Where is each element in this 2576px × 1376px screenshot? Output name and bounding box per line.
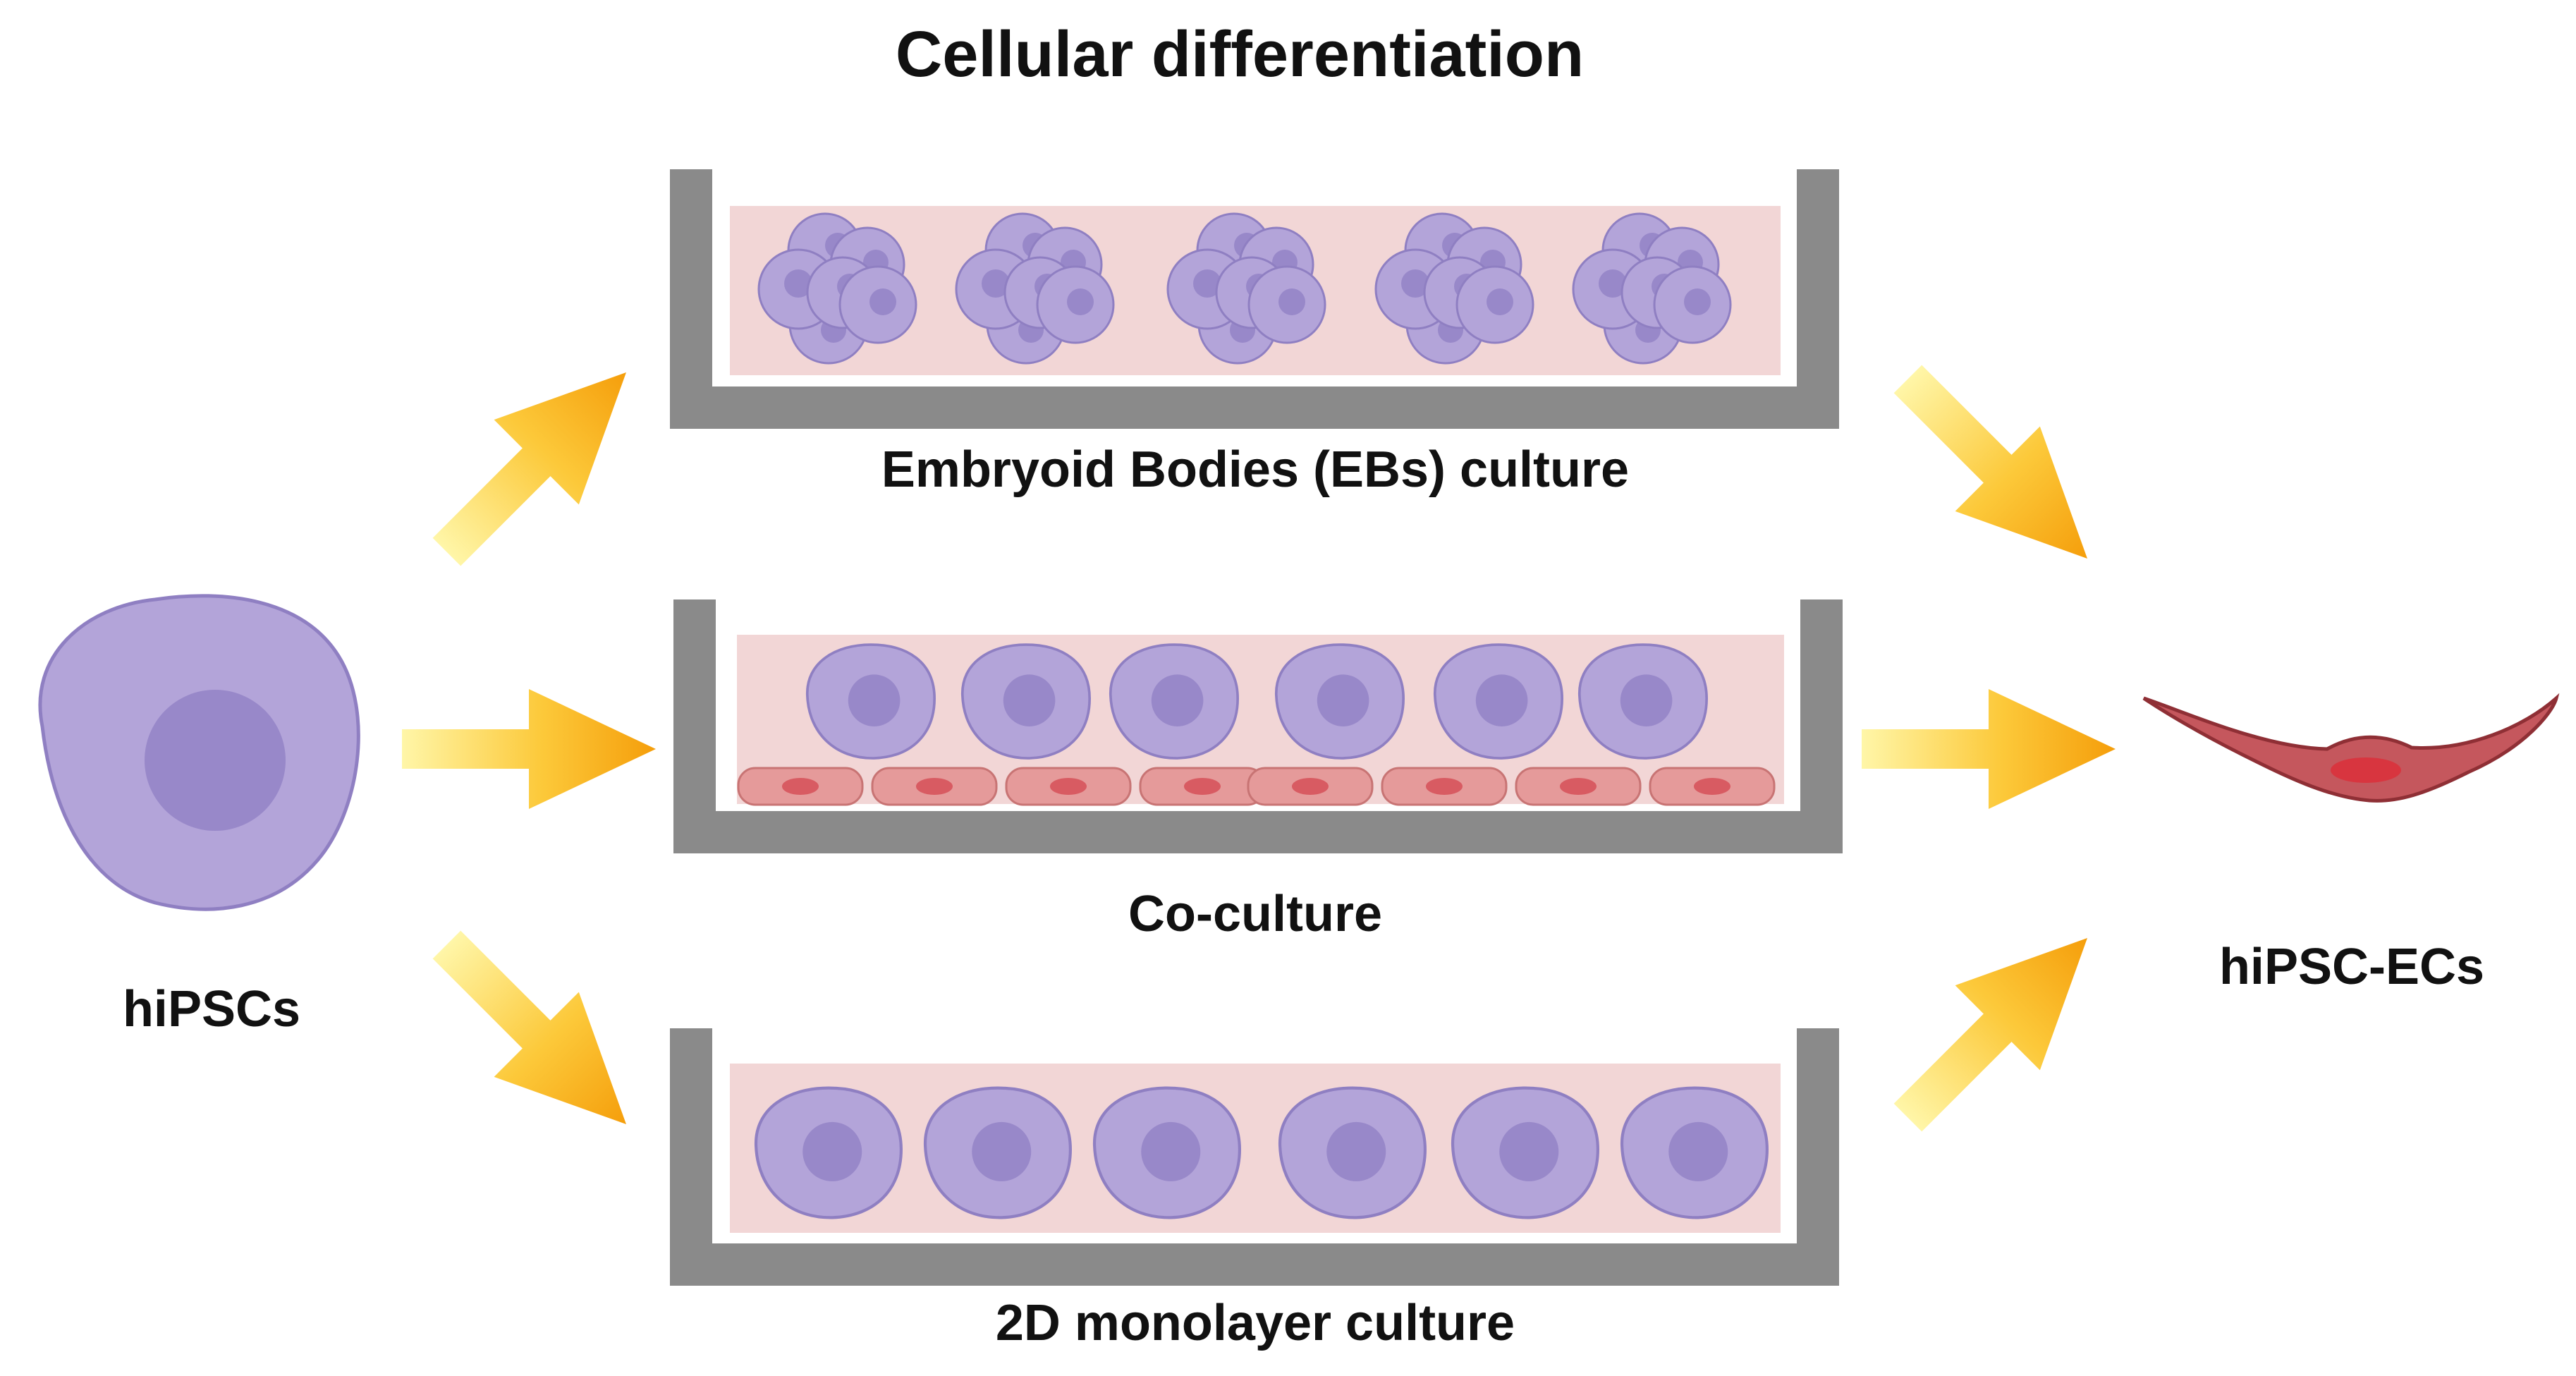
diagram-title: Cellular differentiation bbox=[896, 18, 1584, 90]
method-label-eb: Embryoid Bodies (EBs) culture bbox=[881, 442, 1629, 498]
culture-dish-icon bbox=[673, 599, 1843, 853]
arrow-icon bbox=[1862, 689, 2116, 809]
culture-dish-icon bbox=[670, 169, 1839, 429]
endothelial-cell-icon bbox=[2142, 693, 2560, 803]
arrow-icon bbox=[1865, 336, 2130, 602]
arrow-icon bbox=[402, 689, 656, 809]
culture-dish-icon bbox=[670, 1028, 1839, 1286]
method-label-monolayer: 2D monolayer culture bbox=[996, 1295, 1515, 1351]
arrow-icon bbox=[1865, 895, 2130, 1160]
arrow-icon bbox=[404, 329, 669, 595]
target-label: hiPSC-ECs bbox=[2219, 939, 2484, 995]
arrow-icon bbox=[404, 902, 669, 1167]
stem-cell-icon bbox=[38, 594, 360, 911]
source-label: hiPSCs bbox=[123, 981, 300, 1037]
method-label-coculture: Co-culture bbox=[1128, 886, 1382, 942]
